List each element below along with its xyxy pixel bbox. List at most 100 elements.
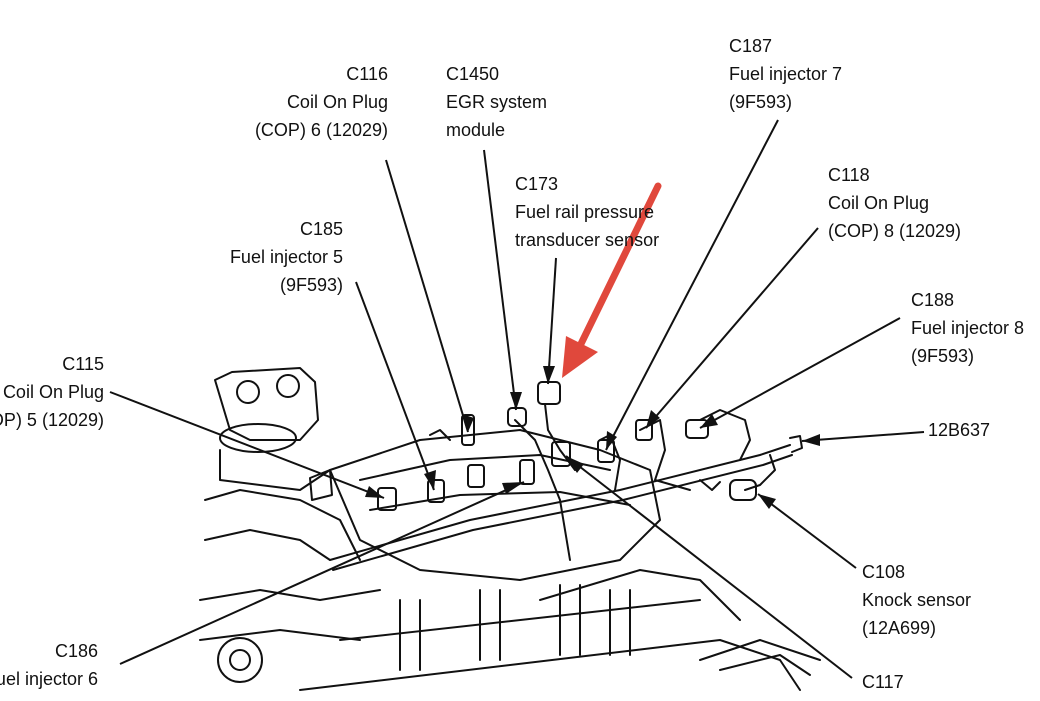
- label-12b637: 12B637: [928, 416, 990, 444]
- leader-c116: [385, 159, 469, 433]
- valve-cover: [299, 639, 801, 691]
- connector-desc: Fuel injector 6: [0, 669, 98, 689]
- injector5-connector: [427, 479, 445, 503]
- cop6-plug: [467, 464, 485, 488]
- c186-connector: [519, 459, 535, 485]
- fuel-rail: [329, 444, 791, 561]
- connector-part: (COP) 8 (12029): [828, 221, 962, 241]
- valve-cover: [339, 599, 701, 641]
- leader-c108: [757, 493, 857, 569]
- connector-desc: Coil On Plug: [2, 382, 104, 402]
- cop5-connector: [377, 487, 397, 511]
- connector-id: C117: [862, 672, 904, 692]
- label-c117: C117: [862, 668, 904, 696]
- engine-outline: [204, 529, 331, 561]
- connector-desc: module: [446, 120, 506, 140]
- arrowhead: [802, 434, 820, 446]
- connector-part: (9F593): [279, 275, 343, 295]
- knock-sensor-connector: [729, 479, 757, 501]
- engine-outline: [219, 449, 331, 491]
- egr-connector: [507, 407, 527, 427]
- manifold-base: [539, 569, 741, 621]
- label-c188: C188 Fuel injector 8 (9F593): [911, 286, 1024, 370]
- arrowhead: [424, 470, 436, 490]
- connector-id: C1450: [446, 64, 500, 84]
- bracket-hole: [276, 374, 300, 398]
- connector-part: (12A699): [862, 618, 937, 638]
- label-c185: C185 Fuel injector 5 (9F593): [230, 215, 343, 299]
- pulley-center: [229, 649, 251, 671]
- injector7-connector: [597, 439, 615, 463]
- arrowhead: [700, 414, 718, 428]
- label-c118: C118 Coil On Plug (COP) 8 (12029): [828, 161, 961, 245]
- connector-part: (9F593): [911, 346, 975, 366]
- engine-outline: [199, 589, 381, 601]
- arrowhead: [606, 431, 617, 450]
- connector-id: C188: [911, 290, 955, 310]
- harness: [699, 409, 751, 461]
- connector-desc: Fuel injector 8: [911, 318, 1025, 338]
- leader-c187: [605, 119, 779, 451]
- valve-cover: [719, 654, 811, 676]
- label-c1450: C1450 EGR system module: [446, 60, 547, 144]
- leader-c186: [119, 481, 525, 665]
- leader-c1450: [483, 149, 517, 411]
- engine-bracket: [214, 367, 319, 441]
- connector-desc: Knock sensor: [862, 590, 972, 610]
- arrowhead: [365, 486, 384, 498]
- harness: [514, 419, 571, 561]
- leader-c173: [547, 257, 557, 385]
- connector-desc: EGR system: [446, 92, 548, 112]
- connector-id: C185: [299, 219, 343, 239]
- harness: [639, 419, 691, 491]
- connector-id: C186: [54, 641, 98, 661]
- harness: [544, 403, 576, 471]
- arrowhead: [543, 366, 555, 384]
- connector-desc: Coil On Plug: [286, 92, 388, 112]
- manifold-ridge: [369, 491, 631, 511]
- connector-id: C115: [62, 354, 104, 374]
- injector8-connector: [685, 419, 709, 439]
- arrowhead: [758, 494, 776, 509]
- engine-outline: [204, 489, 361, 561]
- leader-c117: [565, 455, 853, 679]
- fuel-rail-end: [789, 435, 803, 453]
- arrowhead: [646, 410, 660, 428]
- connector-desc: Coil On Plug: [828, 193, 930, 213]
- label-c173: C173 Fuel rail pressure transducer senso…: [515, 170, 659, 254]
- leader-c188: [699, 317, 901, 429]
- label-c115: C115 Coil On Plug (COP) 5 (12029): [0, 350, 104, 434]
- bracket-hole: [236, 380, 260, 404]
- connector-id: C118: [828, 165, 870, 185]
- cop6-connector: [461, 414, 475, 446]
- label-c186: C186 Fuel injector 6: [0, 637, 98, 693]
- part-number: 12B637: [928, 420, 991, 440]
- coil-tower: [559, 584, 581, 656]
- connector-part: (9F593): [729, 92, 793, 112]
- connector-desc: Fuel injector 7: [729, 64, 843, 84]
- label-c108: C108 Knock sensor (12A699): [862, 558, 971, 642]
- left-sensor: [309, 469, 333, 501]
- arrowhead: [462, 414, 474, 432]
- leader-c115: [109, 391, 385, 499]
- leader-lines: [109, 119, 925, 679]
- sensor-tube: [744, 454, 776, 491]
- connector-desc: transducer sensor: [515, 230, 660, 250]
- connector-id: C116: [346, 64, 388, 84]
- connector-desc: Fuel injector 5: [229, 247, 343, 267]
- connector-part: (COP) 6 (12029): [254, 120, 388, 140]
- arrowhead: [566, 456, 584, 473]
- arrowhead: [510, 392, 522, 410]
- clip: [429, 429, 451, 441]
- leader-c185: [355, 281, 435, 491]
- leader-12b637: [801, 431, 925, 442]
- intake-manifold: [329, 429, 661, 581]
- highlight-arrow-shaft: [574, 182, 662, 354]
- label-c187: C187 Fuel injector 7 (9F593): [729, 32, 842, 116]
- label-c116: C116 Coil On Plug (COP) 6 (12029): [255, 60, 388, 144]
- connector-id: C108: [862, 562, 906, 582]
- coil-tower: [609, 589, 631, 656]
- clip: [699, 479, 721, 491]
